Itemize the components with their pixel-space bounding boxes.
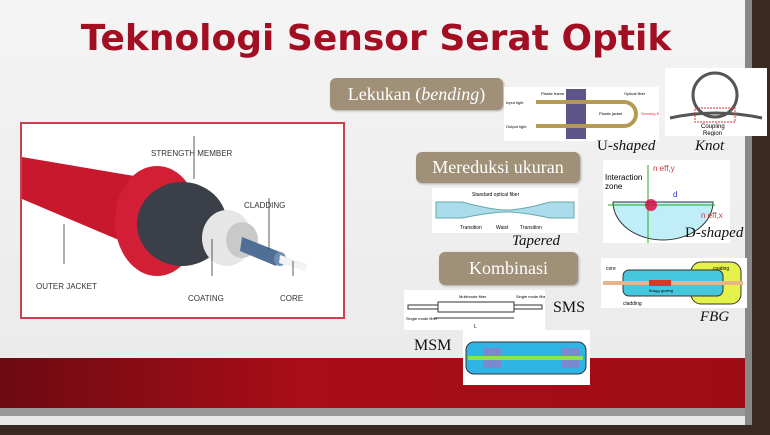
svg-text:coating: coating <box>713 266 729 272</box>
svg-text:Output light: Output light <box>506 124 527 129</box>
caption-text: U- <box>597 138 613 154</box>
caption-u-shaped: U-shaped <box>597 138 655 155</box>
fiber-structure-diagram: STRENGTH MEMBER CLADDING OUTER JACKET CO… <box>20 122 345 319</box>
svg-text:Standard optical fiber: Standard optical fiber <box>472 192 520 198</box>
category-text-em: bending <box>421 83 480 104</box>
svg-text:Waist: Waist <box>496 225 509 231</box>
svg-text:Region: Region <box>703 131 722 136</box>
fiber-cable-illustration <box>22 136 307 276</box>
category-text: ) <box>479 83 486 104</box>
caption-knot: Knot <box>695 138 724 155</box>
svg-text:Plastic jacket: Plastic jacket <box>599 111 623 116</box>
svg-text:Plastic frame: Plastic frame <box>541 91 565 96</box>
svg-text:Coupling: Coupling <box>701 124 725 130</box>
label-outer-jacket: OUTER JACKET <box>36 282 97 291</box>
svg-text:L: L <box>474 324 477 330</box>
caption-text: FBG <box>700 309 730 325</box>
caption-tapered: Tapered <box>512 233 560 250</box>
svg-text:Input light: Input light <box>506 100 524 105</box>
svg-text:Single mode fiber: Single mode fiber <box>406 316 438 321</box>
svg-text:cladding: cladding <box>623 301 642 307</box>
svg-text:Multimode fiber: Multimode fiber <box>459 294 487 299</box>
footer-stripe <box>0 408 745 416</box>
slide-title: Teknologi Sensor Serat Optik <box>80 18 672 59</box>
category-bending: Lekukan (bending) <box>330 78 503 110</box>
category-combination: Kombinasi <box>439 252 578 285</box>
caption-text-em: shaped <box>700 225 744 241</box>
category-text: Lekukan ( <box>347 83 422 104</box>
svg-text:n eff,y: n eff,y <box>653 164 675 173</box>
caption-text: D- <box>685 225 701 241</box>
svg-text:Bragg grating: Bragg grating <box>649 288 673 293</box>
svg-text:n eff,x: n eff,x <box>701 211 723 220</box>
msm-figure <box>463 330 590 385</box>
tapered-figure: Standard optical fiber Transition Waist Tr… <box>432 188 578 233</box>
caption-fbg: FBG <box>700 309 729 326</box>
svg-text:Interaction: Interaction <box>605 173 642 182</box>
svg-text:Single mode fiber: Single mode fiber <box>516 294 545 299</box>
label-strength-member: STRENGTH MEMBER <box>151 149 233 158</box>
caption-text: Tapered <box>512 233 561 249</box>
svg-text:Transition: Transition <box>460 225 482 231</box>
label-core: CORE <box>280 294 304 303</box>
label-cladding: CLADDING <box>244 201 286 210</box>
slide-edge <box>745 0 752 425</box>
svg-text:core: core <box>606 266 616 272</box>
svg-text:zone: zone <box>605 182 623 191</box>
category-size-reduction: Mereduksi ukuran <box>416 152 580 183</box>
fbg-figure: core coating Bragg grating cladding <box>601 258 747 308</box>
label-coating: COATING <box>188 294 224 303</box>
svg-text:Transition: Transition <box>520 225 542 231</box>
svg-text:Sensing fiber: Sensing fiber <box>641 111 659 116</box>
svg-text:d: d <box>673 190 677 199</box>
footer-band <box>0 358 745 408</box>
caption-text-em: shaped <box>612 138 656 154</box>
caption-text: Knot <box>695 138 725 154</box>
caption-d-shaped: D-shaped <box>685 225 743 242</box>
svg-text:Optical fiber: Optical fiber <box>624 91 646 96</box>
caption-sms: SMS <box>553 299 586 316</box>
caption-msm: MSM <box>414 337 452 354</box>
